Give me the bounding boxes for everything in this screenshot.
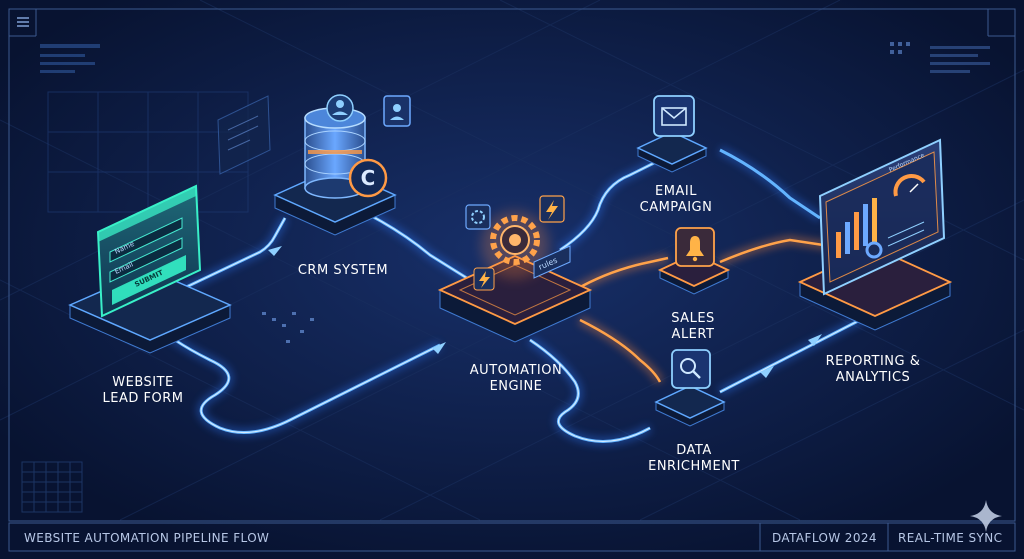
menu-icon[interactable]: [17, 17, 29, 27]
user-icon: [326, 94, 354, 122]
decorative-dots-top-right: [890, 42, 990, 73]
svg-text:C: C: [361, 166, 376, 190]
bar-chart-bar: [845, 222, 850, 254]
decorative-dots-mid-left: [262, 312, 314, 343]
crm-system-label: CRM SYSTEM: [298, 263, 388, 278]
data-enrichment-label-line1: DATA: [676, 443, 712, 458]
data-enrichment-label-line2: ENRICHMENT: [648, 459, 740, 474]
lightning-icon: [539, 195, 565, 223]
sales-alert-label-line1: SALES: [671, 311, 715, 326]
node-website-lead-form[interactable]: Name Email SUBMIT WEBSITE LEAD FORM: [68, 184, 232, 406]
gear-icon: [490, 215, 540, 265]
bar-chart-bar: [863, 204, 868, 246]
lead-form-label-line1: WEBSITE: [112, 375, 174, 390]
sparkle-icon: [970, 500, 1002, 532]
analytics-monitor: Performance: [818, 138, 946, 296]
gear-small-icon: [465, 204, 491, 230]
lead-form-card: Name Email SUBMIT: [96, 184, 202, 318]
node-crm-system[interactable]: C CRM SYSTEM: [217, 94, 411, 278]
rules-tag: rules: [533, 245, 571, 279]
bar-chart-bar: [854, 212, 859, 250]
decorative-grid-bottom-left: [21, 461, 83, 513]
magnifier-icon: [671, 349, 711, 389]
reporting-label-line1: REPORTING &: [826, 354, 921, 369]
email-campaign-label-line2: CAMPAIGN: [640, 200, 713, 215]
node-automation-engine[interactable]: rules AUTOMATION ENGINE: [437, 195, 593, 394]
footer-title: WEBSITE AUTOMATION PIPELINE FLOW: [24, 531, 269, 545]
bell-icon: [675, 227, 715, 267]
automation-engine-label-line2: ENGINE: [490, 379, 543, 394]
submit-button-shape: [112, 255, 186, 305]
footer-bar: WEBSITE AUTOMATION PIPELINE FLOW DATAFLO…: [24, 531, 1002, 545]
email-campaign-label-line1: EMAIL: [655, 184, 697, 199]
gauge-icon: [893, 174, 926, 197]
sales-alert-label-line2: ALERT: [672, 327, 715, 342]
lead-form-label-line2: LEAD FORM: [103, 391, 184, 406]
frame: [8, 8, 1016, 552]
decorative-doc-panel: [217, 95, 271, 175]
profile-card-icon: [383, 95, 411, 127]
envelope-icon: [653, 95, 695, 137]
bar-chart-bar: [836, 232, 841, 258]
lightning-small-icon: [473, 267, 495, 291]
crm-badge-icon: C: [348, 158, 388, 198]
node-sales-alert[interactable]: SALES ALERT: [657, 227, 731, 342]
donut-chart-icon: [865, 241, 883, 259]
automation-engine-label-line1: AUTOMATION: [470, 363, 562, 378]
bar-chart-bar: [872, 198, 877, 242]
node-data-enrichment[interactable]: DATA ENRICHMENT: [648, 349, 740, 474]
node-email-campaign[interactable]: EMAIL CAMPAIGN: [636, 95, 713, 215]
node-reporting-analytics[interactable]: Performance REPORTING & ANALYTICS: [797, 138, 953, 385]
footer-sync-tag: REAL-TIME SYNC: [898, 531, 1002, 545]
footer-year-tag: DATAFLOW 2024: [772, 531, 877, 545]
reporting-label-line2: ANALYTICS: [836, 370, 911, 385]
